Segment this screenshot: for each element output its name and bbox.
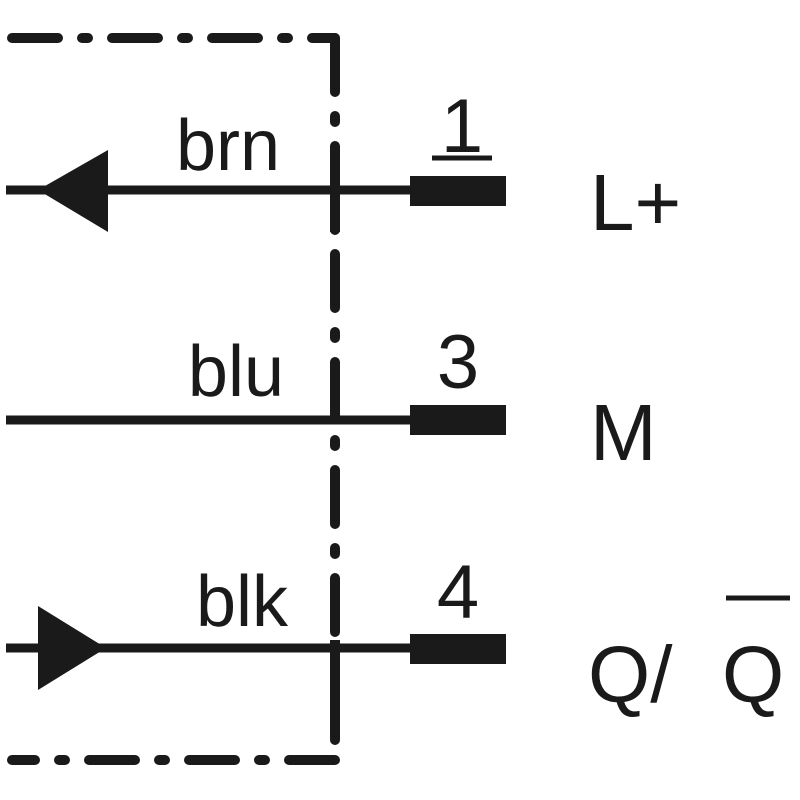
housing-boundary [7, 33, 340, 765]
terminal-pin-3 [410, 405, 506, 435]
output-arrow-icon [38, 150, 108, 232]
signal-label: Q/ [588, 630, 673, 719]
wire-row-brn: brn 1 L+ [6, 84, 681, 247]
pin-number: 3 [437, 320, 479, 405]
pin-number: 1 [441, 84, 483, 169]
wire-color-label: blu [188, 332, 284, 412]
input-arrow-icon [38, 606, 106, 690]
wire-row-blk: blk 4 Q/ Q [6, 550, 790, 719]
wire-color-label: brn [176, 106, 280, 186]
signal-label: M [590, 388, 657, 477]
terminal-pin-1 [410, 176, 506, 206]
signal-label-overlined: Q [722, 630, 784, 719]
pin-number: 4 [437, 550, 479, 635]
wire-row-blu: blu 3 M [6, 320, 657, 477]
signal-label: L+ [590, 158, 681, 247]
wire-color-label: blk [196, 562, 289, 642]
terminal-pin-4 [410, 634, 506, 664]
